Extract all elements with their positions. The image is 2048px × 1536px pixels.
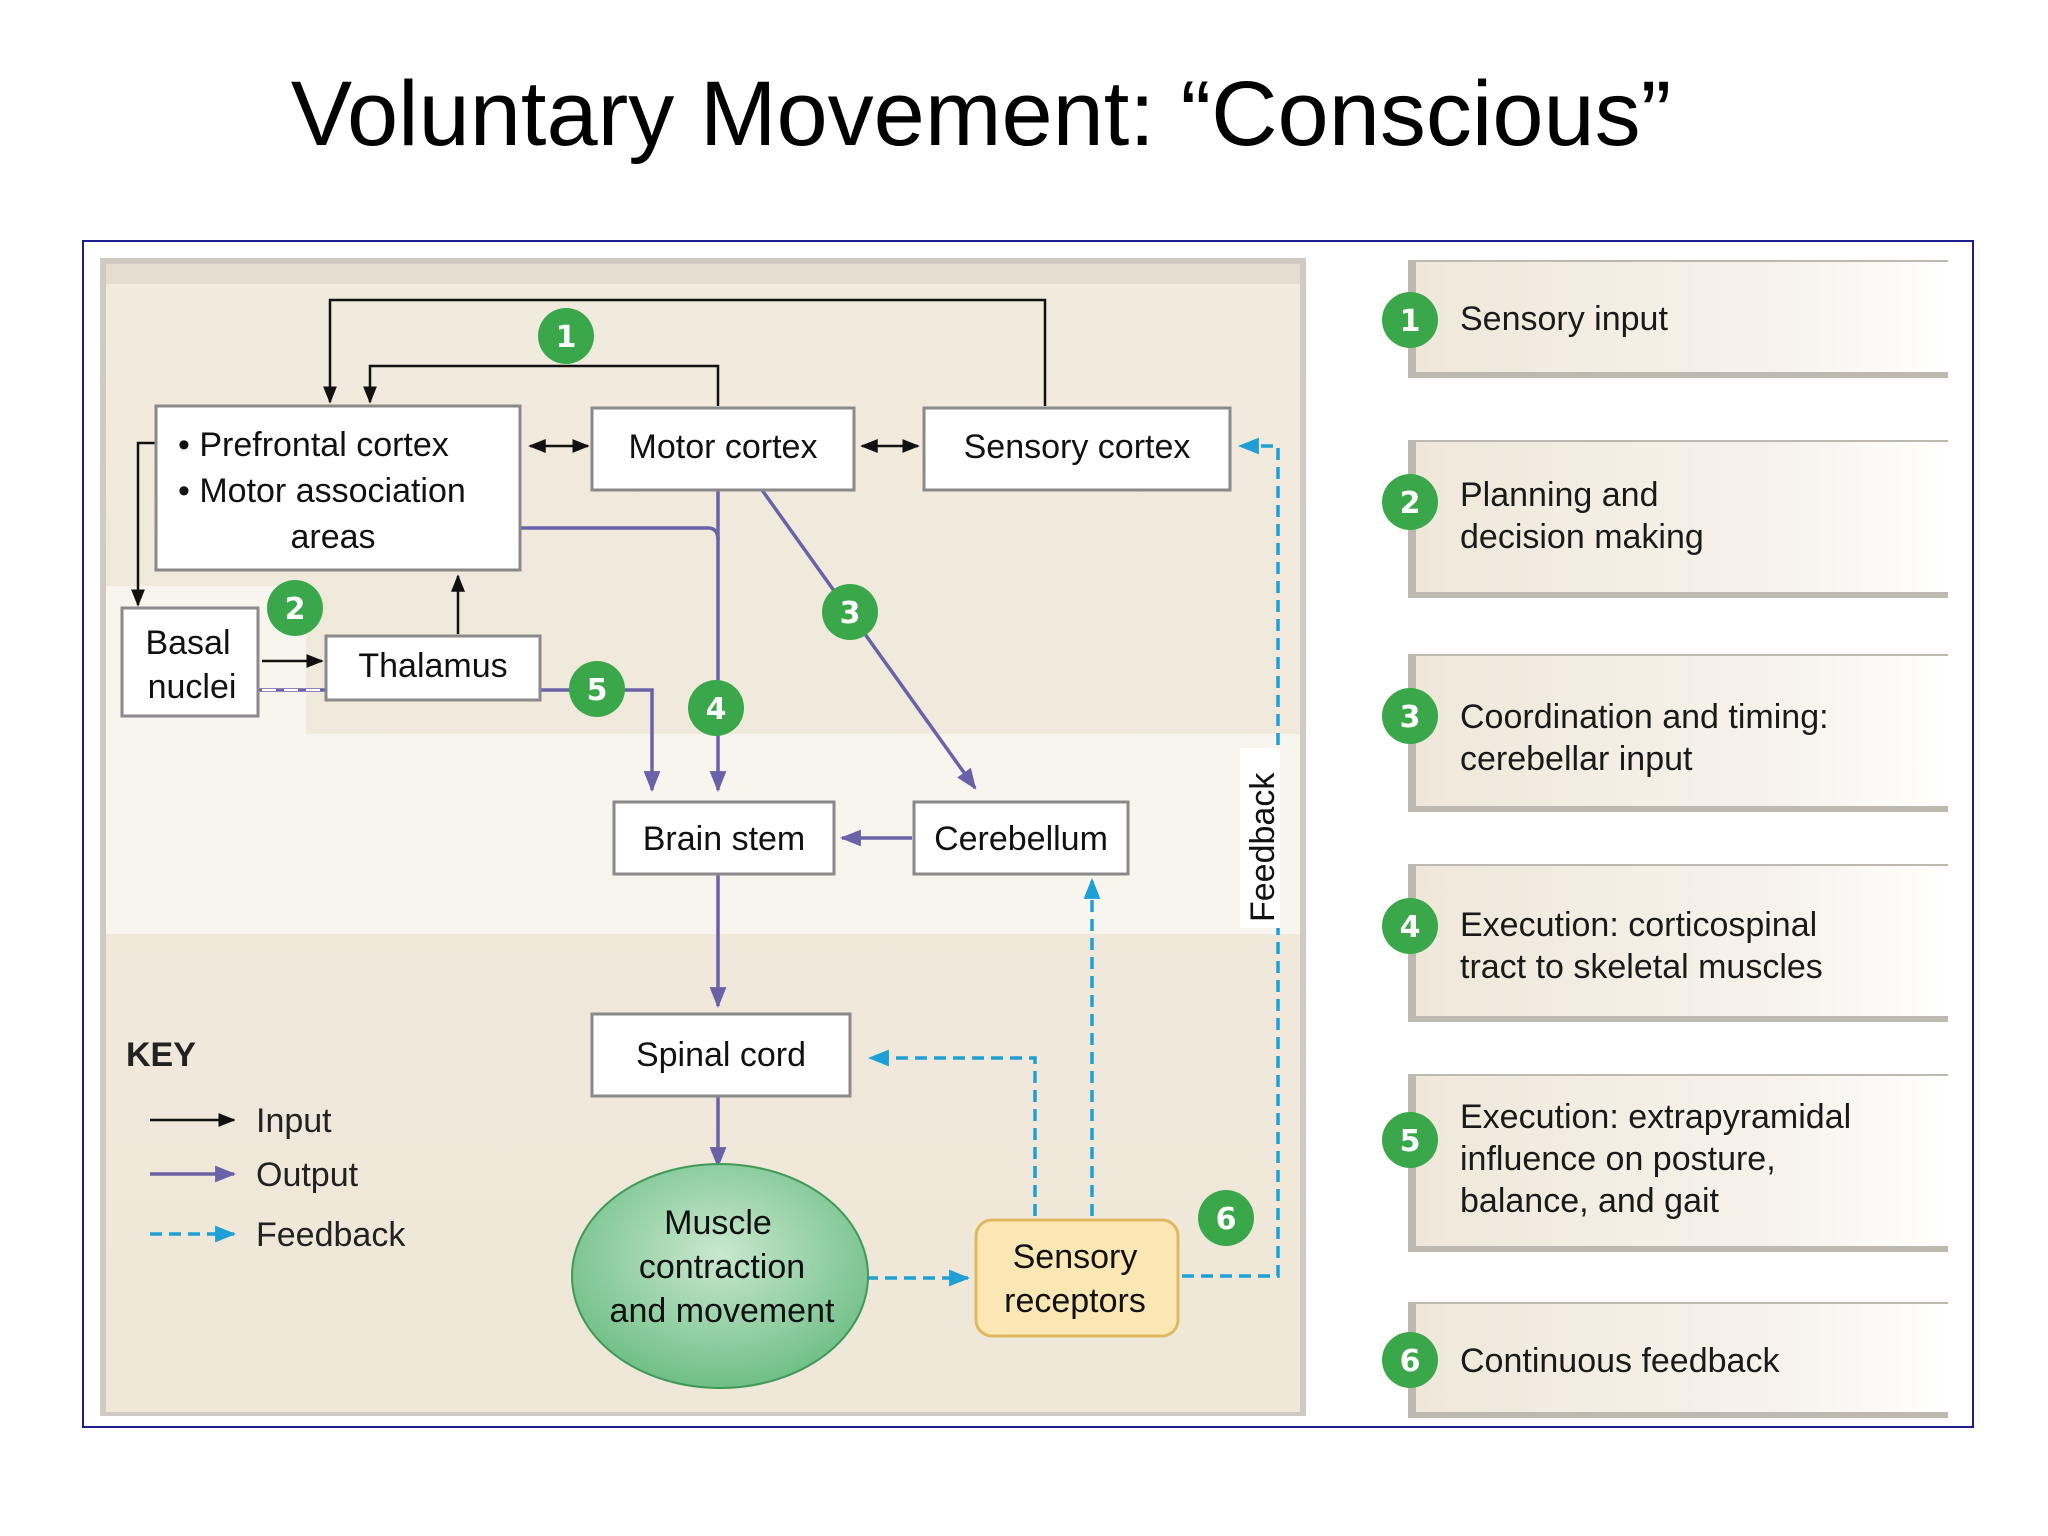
thalamus-box: Thalamus [324, 634, 542, 702]
svg-text:3: 3 [840, 596, 861, 631]
svg-text:Planning and: Planning and [1460, 476, 1659, 514]
svg-text:• Motor association: • Motor association [178, 472, 466, 510]
svg-text:Sensory: Sensory [1013, 1238, 1138, 1276]
key-input-label: Input [256, 1102, 332, 1140]
feedback-label-bg [1240, 748, 1280, 928]
input-arrows [131, 298, 1047, 668]
svg-text:5: 5 [1400, 1124, 1421, 1159]
svg-text:6: 6 [1400, 1344, 1421, 1379]
diagram-badge-1: 1 [538, 308, 594, 364]
basal-nuclei-box: Basal nuclei [120, 606, 260, 718]
svg-text:and movement: and movement [610, 1292, 835, 1330]
sensory-cortex-box: Sensory cortex [922, 406, 1232, 492]
svg-text:4: 4 [1400, 910, 1421, 945]
svg-text:Coordination and timing:: Coordination and timing: [1460, 698, 1829, 736]
feedback-vertical-label: Feedback [1244, 772, 1282, 922]
svg-text:5: 5 [587, 673, 608, 708]
diagram-badge-6: 6 [1198, 1190, 1254, 1246]
key-feedback-label: Feedback [256, 1216, 406, 1254]
svg-text:cerebellar input: cerebellar input [1460, 740, 1693, 778]
diagram-badge-2: 2 [267, 580, 323, 636]
step-card-4: 4 Execution: corticospinal tract to skel… [1382, 864, 1948, 1022]
diagram-badge-4: 4 [688, 680, 744, 736]
sensory-receptors-box: Sensory receptors [974, 1218, 1180, 1338]
svg-text:Execution: corticospinal: Execution: corticospinal [1460, 906, 1817, 944]
spinal-cord-box: Spinal cord [590, 1012, 852, 1098]
key-output-label: Output [256, 1156, 359, 1194]
feedback-arrows [866, 437, 1280, 1287]
svg-text:Execution: extrapyramidal: Execution: extrapyramidal [1460, 1098, 1851, 1136]
diagram-badge-3: 3 [822, 584, 878, 640]
svg-text:2: 2 [1400, 486, 1421, 521]
svg-text:Spinal cord: Spinal cord [636, 1036, 806, 1074]
svg-text:Sensory input: Sensory input [1460, 300, 1668, 338]
muscle-ellipse: Muscle contraction and movement [571, 1163, 869, 1389]
svg-text:Brain stem: Brain stem [643, 820, 806, 858]
cerebellum-box: Cerebellum [912, 800, 1130, 876]
svg-text:Cerebellum: Cerebellum [934, 820, 1108, 858]
step-card-1: 1 Sensory input [1382, 260, 1948, 378]
svg-text:Thalamus: Thalamus [358, 647, 507, 685]
brain-stem-box: Brain stem [612, 800, 836, 876]
diagram-badge-5: 5 [569, 661, 625, 717]
svg-text:influence on posture,: influence on posture, [1460, 1140, 1776, 1178]
step-card-6: 6 Continuous feedback [1382, 1302, 1948, 1418]
svg-text:1: 1 [556, 320, 577, 355]
prefrontal-box: • Prefrontal cortex • Motor association … [154, 404, 522, 572]
svg-text:• Prefrontal cortex: • Prefrontal cortex [178, 426, 449, 464]
svg-text:1: 1 [1400, 304, 1421, 339]
svg-text:Sensory cortex: Sensory cortex [964, 428, 1191, 466]
svg-text:Basal: Basal [145, 624, 230, 662]
svg-text:receptors: receptors [1004, 1282, 1146, 1320]
svg-text:2: 2 [285, 592, 306, 627]
svg-text:areas: areas [290, 518, 375, 556]
slide-title: Voluntary Movement: “Conscious” [290, 63, 1672, 165]
svg-text:Continuous feedback: Continuous feedback [1460, 1342, 1780, 1380]
svg-text:nuclei: nuclei [148, 668, 237, 706]
svg-text:Motor cortex: Motor cortex [629, 428, 818, 466]
svg-text:balance, and gait: balance, and gait [1460, 1182, 1720, 1220]
svg-text:3: 3 [1400, 700, 1421, 735]
svg-text:tract to skeletal muscles: tract to skeletal muscles [1460, 948, 1823, 986]
step-card-3: 3 Coordination and timing: cerebellar in… [1382, 654, 1948, 812]
svg-text:decision making: decision making [1460, 518, 1704, 556]
step-card-5: 5 Execution: extrapyramidal influence on… [1382, 1074, 1948, 1252]
step-card-2: 2 Planning and decision making [1382, 440, 1948, 598]
svg-text:Muscle: Muscle [664, 1204, 772, 1242]
svg-text:4: 4 [706, 692, 727, 727]
svg-text:6: 6 [1216, 1202, 1237, 1237]
svg-text:contraction: contraction [639, 1248, 805, 1286]
key-title: KEY [126, 1036, 196, 1074]
key-legend: KEY Input Output Feedback [126, 1036, 406, 1254]
motor-cortex-box: Motor cortex [590, 406, 856, 492]
